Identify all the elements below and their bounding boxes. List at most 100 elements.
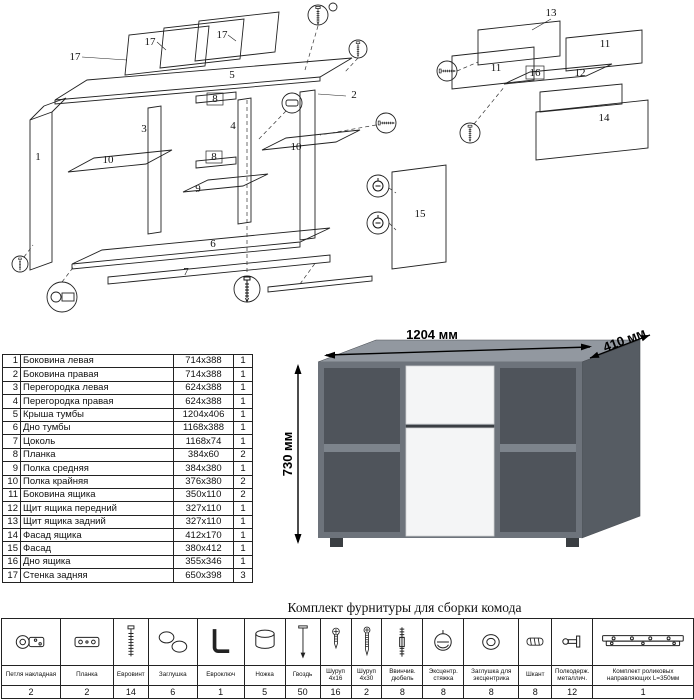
- label-boxes: [205, 65, 545, 164]
- part-label: 6: [210, 238, 216, 250]
- hardware-item-name: Планка: [60, 666, 113, 686]
- part-label: 14: [599, 112, 611, 124]
- part-number: 17: [2, 568, 21, 583]
- hardware-item: Ввинчив. дюбель 8: [382, 619, 424, 698]
- hardware-item-name: Ножка: [244, 666, 285, 686]
- part-size: 1168x74: [173, 434, 234, 449]
- part-label: 5: [229, 69, 235, 81]
- part-qty: 1: [233, 528, 253, 543]
- dowel-screw-icon: [399, 627, 406, 657]
- part-size: 380x412: [173, 541, 234, 556]
- part-label: 2: [351, 89, 357, 101]
- part-number: 7: [2, 434, 21, 449]
- part-qty: 2: [233, 474, 253, 489]
- part-qty: 1: [233, 541, 253, 556]
- part-name: Дно тумбы: [20, 420, 174, 436]
- part-qty: 1: [233, 380, 253, 396]
- hardware-item-name: Ввинчив. дюбель: [382, 666, 423, 686]
- part-label: 17: [217, 29, 229, 41]
- part-label: 8: [211, 151, 217, 163]
- part-qty: 1: [233, 353, 253, 369]
- part-qty: 1: [233, 367, 253, 382]
- hardware-item-qty: 8: [399, 687, 405, 697]
- hardware-item-qty: 6: [170, 687, 176, 697]
- product-image: 1204 мм 410 мм 730 мм: [282, 326, 651, 547]
- hardware-item-name: Шкант: [519, 666, 552, 686]
- hardware-item-name: Евровинт: [113, 666, 148, 686]
- nail-icon: [297, 625, 308, 659]
- part-size: 355x346: [173, 554, 234, 570]
- part-number: 12: [2, 501, 21, 516]
- hardware-item: Евроключ 1: [197, 619, 245, 698]
- dowel-icon: [526, 637, 544, 646]
- part-name: Планка: [20, 447, 174, 463]
- hardware-item-name: Заглушка: [148, 666, 197, 686]
- part-size: 1168x388: [173, 420, 234, 436]
- width-label: 1204 мм: [406, 327, 458, 342]
- part-qty: 1: [233, 514, 253, 530]
- part-label: 12: [575, 67, 586, 79]
- hardware-kit-table: Петля накладная 2 Планка 2 Евровинт 14 З…: [1, 618, 694, 699]
- height-dimension: 730 мм: [282, 364, 302, 544]
- part-name: Перегородка левая: [20, 380, 174, 396]
- part-label: 8: [212, 93, 218, 105]
- hardware-item-name: Полкодерж. металлич.: [552, 666, 593, 686]
- part-number: 9: [2, 461, 21, 476]
- part-number: 11: [2, 487, 21, 503]
- hardware-item: Планка 2: [60, 619, 114, 698]
- part-label: 15: [415, 208, 427, 220]
- part-number-labels: 17 17 17 5 1 3 10 8 4 10 8 9 2 6 7 15 13…: [35, 7, 610, 278]
- hardware-item-qty: 12: [567, 687, 578, 697]
- part-label: 3: [141, 123, 147, 135]
- screw-icon: [363, 626, 370, 657]
- part-name: Щит ящика передний: [20, 501, 174, 516]
- part-name: Крыша тумбы: [20, 407, 174, 422]
- hardware-item-qty: 16: [330, 687, 341, 697]
- part-number: 10: [2, 474, 21, 489]
- part-qty: 1: [233, 501, 253, 516]
- hardware-item-qty: 5: [262, 687, 268, 697]
- part-name: Боковина левая: [20, 353, 174, 369]
- part-label: 17: [70, 51, 82, 63]
- hardware-item-qty: 2: [84, 687, 90, 697]
- hardware-item: Заглушка 6: [148, 619, 198, 698]
- carcass-outlines: [29, 11, 649, 293]
- part-number: 5: [2, 407, 21, 422]
- hardware-item-name: Заглушка для эксцентрика: [464, 666, 519, 686]
- part-number: 16: [2, 554, 21, 570]
- hardware-item-qty: 1: [218, 687, 224, 697]
- part-label: 9: [195, 183, 201, 195]
- part-name: Щит ящика задний: [20, 514, 174, 530]
- foot-icon: [254, 629, 275, 649]
- part-name: Боковина правая: [20, 367, 174, 382]
- part-size: 650x398: [173, 568, 234, 583]
- part-number: 8: [2, 447, 21, 463]
- hinge-icon: [15, 635, 45, 649]
- part-number: 4: [2, 394, 21, 409]
- part-size: 714x388: [173, 367, 234, 382]
- hardware-item: Полкодерж. металлич. 12: [552, 619, 594, 698]
- hardware-item-qty: 2: [28, 687, 34, 697]
- part-qty: 1: [233, 434, 253, 449]
- hardware-item: Шуруп 4x16 16: [320, 619, 352, 698]
- part-size: 376x380: [173, 474, 234, 489]
- part-size: 1204x406: [173, 407, 234, 422]
- part-number: 6: [2, 420, 21, 436]
- part-qty: 1: [233, 554, 253, 570]
- part-size: 327x110: [173, 501, 234, 516]
- hardware-item: Шуруп 4x30 2: [351, 619, 383, 698]
- part-name: Боковина ящика: [20, 487, 174, 503]
- hardware-item-qty: 8: [440, 687, 446, 697]
- hardware-item: Комплект роликовых направляющих L=350мм …: [593, 619, 693, 698]
